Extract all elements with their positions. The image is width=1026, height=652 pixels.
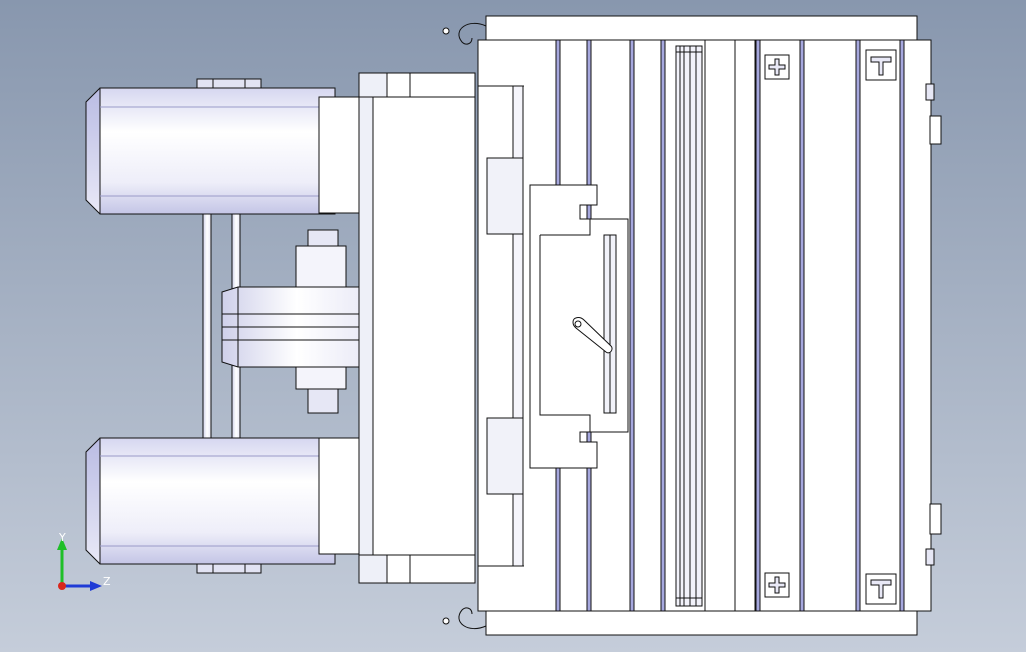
lower-wheel [85, 437, 415, 574]
slide-rails [555, 39, 905, 612]
motor-block [221, 229, 373, 414]
latch-lever [572, 317, 613, 354]
origin-point [58, 582, 66, 590]
y-axis-arrowhead [57, 538, 67, 550]
y-axis-label: Y [59, 531, 66, 544]
z-axis-label: Z [103, 575, 111, 588]
mounting-plate [358, 72, 476, 584]
orientation-triad [57, 538, 102, 591]
z-axis-arrowhead [90, 581, 102, 591]
cross-screw-top [764, 54, 790, 80]
cross-screw-bottom [764, 572, 790, 598]
side-tabs [925, 83, 942, 566]
t-slot-bottom [865, 573, 897, 605]
t-slot-top [865, 49, 897, 81]
